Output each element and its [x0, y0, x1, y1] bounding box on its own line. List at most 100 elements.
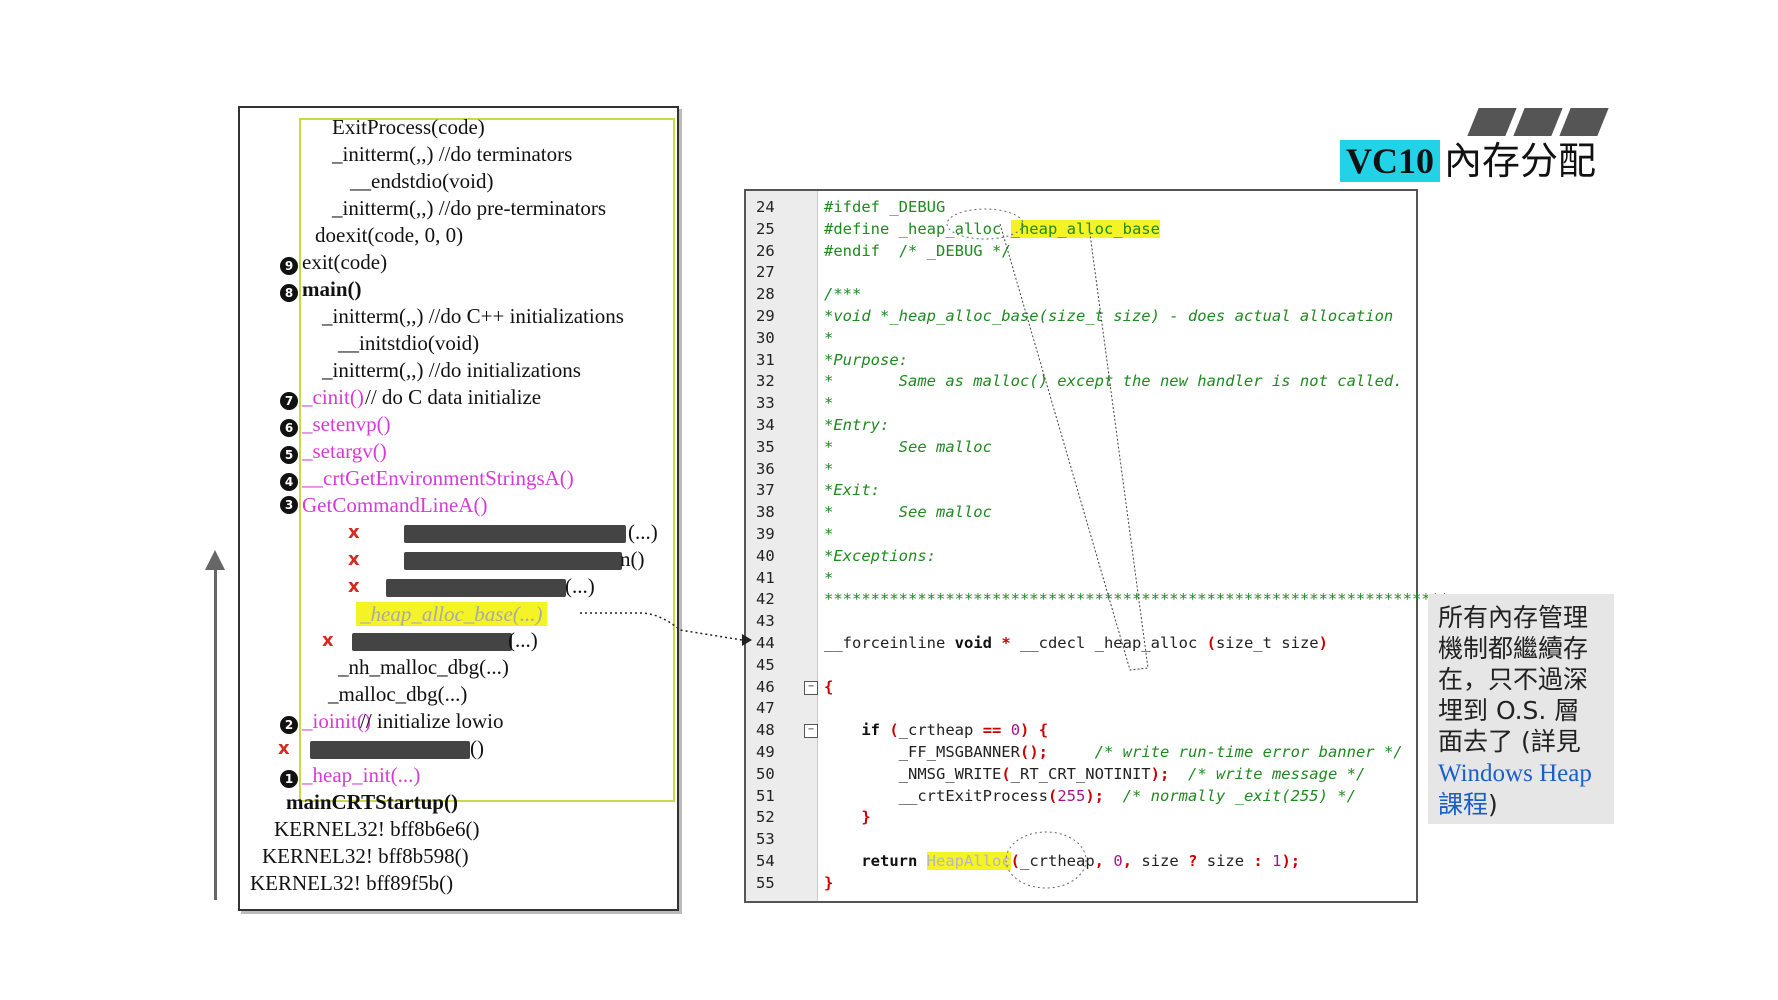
line-number: 38: [756, 503, 775, 522]
step-number-1: 1: [280, 770, 298, 788]
line-number: 32: [756, 372, 775, 391]
line-number: 53: [756, 830, 775, 849]
stack-line: exit(code): [302, 250, 388, 274]
up-arrow-icon: [205, 550, 225, 900]
stack-line: _initterm(,,) //do pre-terminators: [332, 196, 607, 220]
line-number: 43: [756, 612, 775, 631]
code-text: *: [824, 459, 834, 478]
stack-line: KERNEL32! bff8b598(): [262, 844, 469, 868]
redacted-block: [404, 525, 626, 543]
header-stripes: [1465, 108, 1609, 136]
line-number: 42: [756, 590, 775, 609]
line-number: 28: [756, 285, 775, 304]
fold-column: [801, 191, 818, 901]
step-number-5: 5: [280, 446, 298, 464]
code-text: *: [824, 568, 834, 587]
stack-line: main(): [302, 277, 362, 301]
line-number: 49: [756, 743, 775, 761]
line-number: 47: [756, 699, 775, 718]
stack-line: ExitProcess(code): [332, 115, 485, 139]
code-text: #define _heap_alloc _heap_alloc_base: [824, 219, 1160, 238]
code-text: __forceinline void * __cdecl _heap_alloc…: [824, 634, 1328, 652]
step-number-7: 7: [280, 392, 298, 410]
code-text: #endif /* _DEBUG */: [824, 241, 1011, 260]
title-badge: VC10: [1340, 140, 1440, 182]
code-text: * See malloc: [824, 437, 992, 456]
code-line: 27: [746, 261, 1416, 283]
code-text: * Same as malloc() except the new handle…: [824, 372, 1403, 391]
x-mark: x: [348, 522, 360, 543]
note-close: ): [1488, 790, 1498, 819]
code-text: }: [861, 808, 871, 827]
stack-line: doexit(code, 0, 0): [315, 223, 464, 247]
code-text: *Exit:: [824, 481, 880, 500]
code-line: 34 *Entry:: [746, 414, 1416, 436]
line-number: 54: [756, 852, 775, 870]
line-number: 37: [756, 481, 775, 500]
code-line: 37 *Exit:: [746, 479, 1416, 501]
code-text: *: [824, 525, 834, 543]
code-text: *: [824, 328, 834, 347]
stack-line-heap-alloc-base: _heap_alloc_base(...): [356, 602, 547, 626]
step-number-6: 6: [280, 419, 298, 437]
code-text: * See malloc: [824, 503, 992, 522]
code-text: __crtExitProcess(255); /* normally _exit…: [898, 786, 1356, 805]
line-number: 55: [756, 873, 775, 892]
x-mark: x: [348, 576, 360, 597]
stack-line-comment: // do C data initialize: [365, 385, 542, 409]
code-line: 24#ifdef _DEBUG: [746, 196, 1416, 218]
slide-title: VC10 內存分配: [1340, 140, 1596, 182]
line-number: 34: [756, 416, 775, 434]
code-line: 38 * See malloc: [746, 501, 1416, 523]
line-number: 44: [756, 634, 775, 652]
stack-line: _heap_init(...): [302, 763, 421, 787]
line-number: 30: [756, 328, 775, 347]
code-line: 33*: [746, 392, 1416, 414]
x-mark: x: [322, 630, 334, 651]
stack-line: KERNEL32! bff89f5b(): [250, 871, 454, 895]
code-line: 42 **************************************…: [746, 588, 1449, 610]
windows-heap-link[interactable]: Windows Heap 課程: [1438, 760, 1592, 819]
stack-line: _initterm(,,) //do C++ initializations: [322, 304, 624, 328]
stack-line: _initterm(,,) //do initializations: [322, 358, 581, 382]
code-line: 31*Purpose:: [746, 349, 1416, 371]
fold-toggle-icon[interactable]: −: [804, 724, 818, 739]
line-number: 24: [756, 198, 775, 216]
line-number: 26: [756, 241, 775, 260]
line-number: 41: [756, 568, 775, 587]
line-number: 50: [756, 764, 775, 783]
code-text: if (_crtheap == 0) {: [861, 721, 1049, 740]
code-line: 35* See malloc: [746, 436, 1416, 458]
step-number-8: 8: [280, 284, 298, 302]
stack-line: _cinit(): [302, 385, 364, 409]
x-mark: x: [348, 549, 360, 570]
line-number: 25: [756, 219, 775, 238]
code-text: *: [824, 394, 834, 413]
code-line: 53: [746, 828, 1416, 850]
code-text: *void *_heap_alloc_base(size_t size) - d…: [824, 307, 1394, 325]
code-line: 49 _FF_MSGBANNER(); /* write run-time er…: [746, 741, 1416, 763]
stack-line: _initterm(,,) //do terminators: [332, 142, 573, 166]
fold-toggle-icon[interactable]: −: [804, 680, 818, 695]
line-number: 51: [756, 786, 775, 805]
line-number: 39: [756, 525, 775, 543]
line-number: 36: [756, 459, 775, 478]
step-number-2: 2: [280, 716, 298, 734]
code-line: 41 *: [746, 567, 1416, 589]
code-text: ****************************************…: [824, 590, 1450, 609]
stack-line: _malloc_dbg(...): [328, 682, 468, 706]
stack-line: KERNEL32! bff8b6e6(): [274, 817, 480, 841]
call-stack-highlight-frame: [299, 118, 675, 802]
line-number-gutter: [746, 191, 801, 901]
call-stack-panel: [238, 106, 679, 911]
x-mark: x: [278, 738, 290, 759]
code-line: 45: [746, 654, 1416, 676]
step-number-9: 9: [280, 257, 298, 275]
code-text: *Entry:: [824, 416, 890, 434]
stack-line-comment: // initialize lowio: [360, 709, 504, 733]
redacted-block: [386, 579, 566, 597]
line-number: 40: [756, 546, 775, 565]
line-number: 31: [756, 350, 775, 369]
step-number-3: 3: [280, 496, 298, 514]
code-text: return HeapAlloc(_crtheap, 0, size ? siz…: [861, 852, 1301, 870]
